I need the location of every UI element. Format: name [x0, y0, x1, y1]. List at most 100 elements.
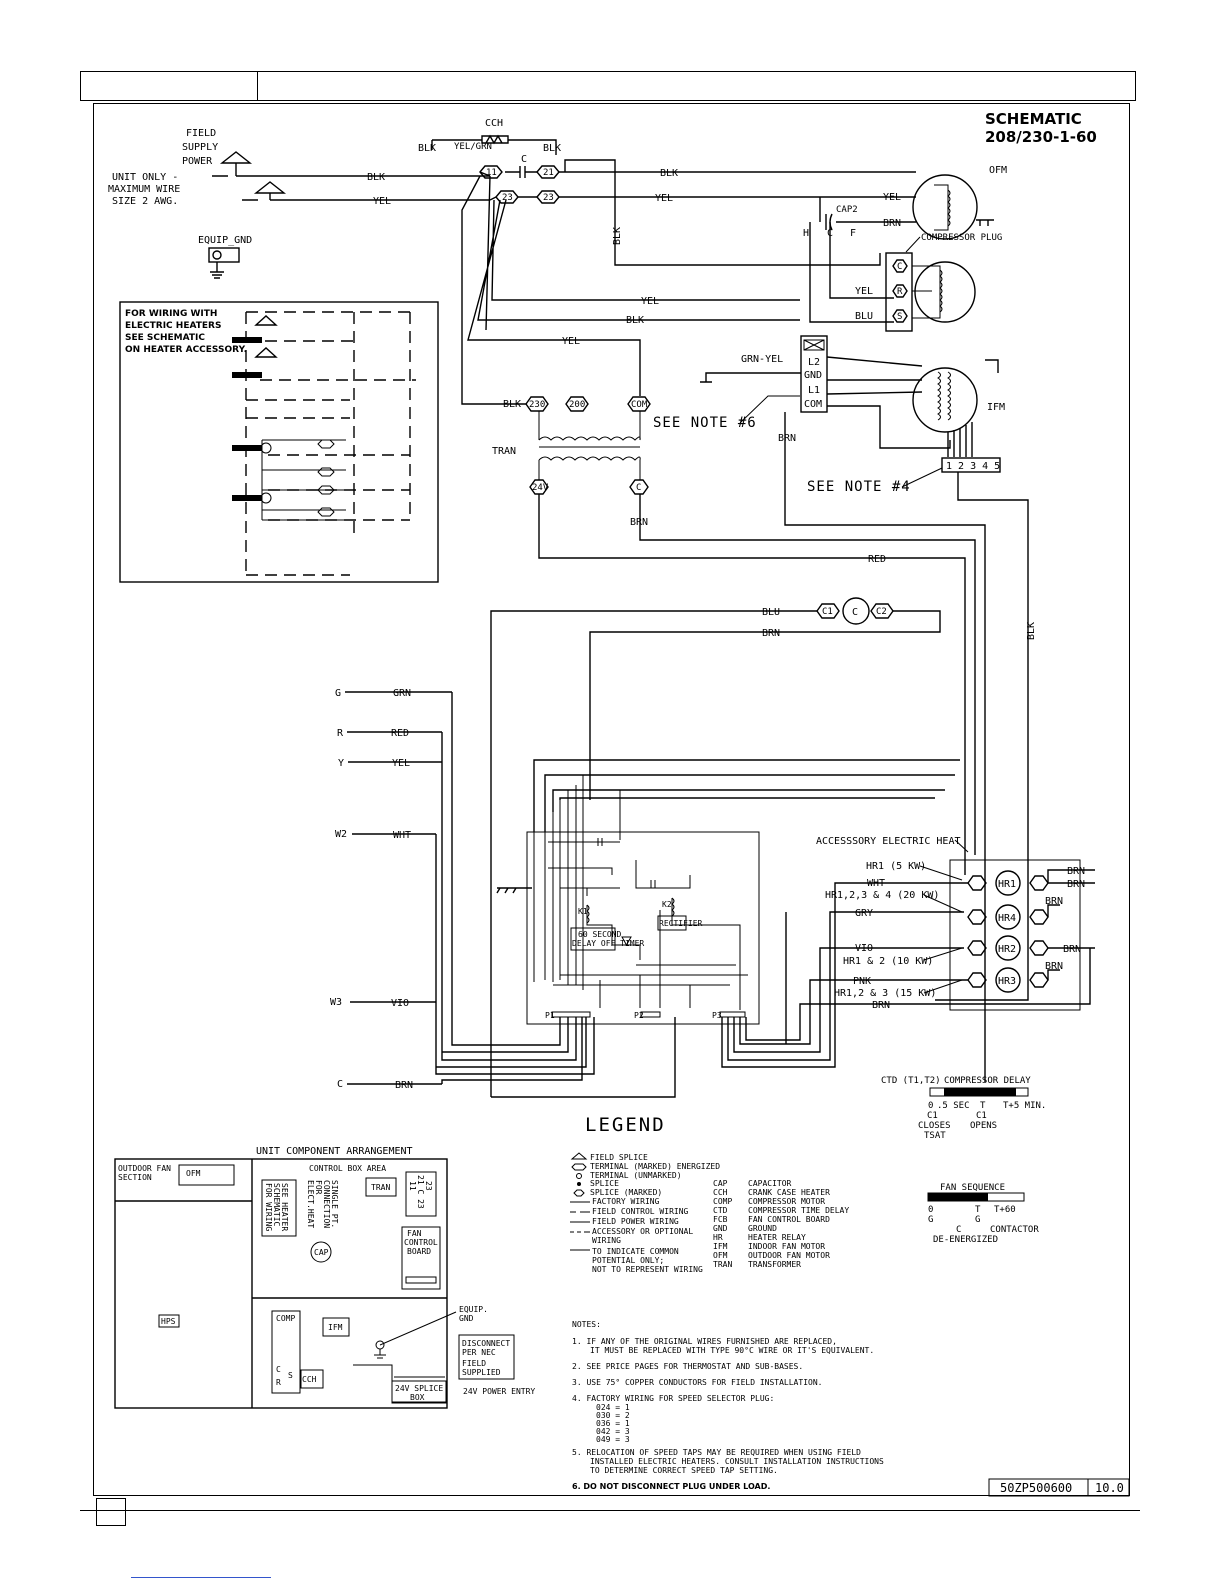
footer-link[interactable]	[131, 1577, 271, 1578]
note-2: 2. SEE PRICE PAGES FOR THERMOSTAT AND SU…	[572, 1362, 803, 1371]
thermostat-w3: W3	[330, 997, 342, 1008]
fan-seq-o: 0	[928, 1205, 933, 1215]
plug-r-terminal-icon	[892, 284, 908, 298]
terminal-24v-label: 24V	[532, 483, 549, 493]
plug-s-text: S	[897, 312, 902, 322]
arr-contactor-box	[405, 1171, 437, 1217]
rectifier-label: RECTIFIER	[659, 919, 703, 928]
wire-label-red-r: RED	[391, 728, 409, 739]
single-pt-1: SINGLE PT.	[330, 1180, 339, 1228]
ctd-closes: CLOSES	[918, 1121, 951, 1131]
note-4: 4. FACTORY WIRING FOR SPEED SELECTOR PLU…	[572, 1394, 774, 1403]
arr-disc-2: PER NEC	[462, 1348, 496, 1357]
cap-c-label: C	[827, 228, 833, 239]
heat-title-leader	[954, 839, 969, 853]
wire-label-yel-ofm: YEL	[883, 192, 901, 203]
plug-r-text: R	[897, 287, 903, 297]
arr-hps-label: HPS	[161, 1317, 176, 1326]
contactor-section: CCH BLK YEL/GRN C BLK 11 21 23 23	[418, 118, 561, 204]
wire-label-blk-cch: BLK	[418, 143, 436, 154]
fan-seq-g1: G	[928, 1215, 933, 1225]
heater-wiring-box: FOR WIRING WITH ELECTRIC HEATERS SEE SCH…	[119, 301, 439, 583]
heater-brn-1: BRN	[1067, 866, 1085, 877]
ifm-l1-label: L1	[808, 385, 820, 396]
plug-yel-label: YEL	[855, 286, 873, 297]
doc-revision: 10.0	[1095, 1481, 1124, 1495]
ifm-motor-icon	[912, 367, 978, 433]
arr-ifm-label: IFM	[328, 1323, 343, 1332]
fan-control-board: 60 SECOND DELAY OFF TIMER RECTIFIER K1 K…	[496, 759, 1091, 1068]
coil-c1-label: C1	[822, 607, 833, 617]
fan-seq-bar-fill	[928, 1193, 988, 1201]
comp-plug-arrow	[905, 236, 921, 253]
coil-wires	[490, 610, 941, 1097]
legend-symbol-0: FIELD SPLICE	[590, 1153, 648, 1162]
p3-header	[719, 1011, 746, 1018]
legend-terminal-unmarked-icon	[576, 1173, 582, 1179]
fan-seq-t: T	[975, 1205, 981, 1215]
timer-diode-icon	[621, 936, 632, 947]
wire-label-grn-yel: GRN-YEL	[741, 354, 783, 365]
board-to-coil-wires	[533, 759, 960, 832]
wire-label-wht: WHT	[393, 830, 411, 841]
terminal-c	[629, 479, 649, 495]
hr1-label: HR1	[998, 879, 1016, 890]
heater-brn-5: BRN	[1045, 961, 1063, 972]
see-heater-3: FOR WIRING	[264, 1183, 273, 1231]
wire-label-blk-vert: BLK	[612, 227, 623, 245]
ctd-t0: 0	[928, 1101, 933, 1111]
arr-tran-label: TRAN	[371, 1183, 390, 1192]
ifm-plug-block	[800, 335, 828, 413]
k1-label: K1	[578, 907, 588, 916]
ifm-windings-icon	[937, 371, 951, 421]
wire-label-blk-230: BLK	[503, 399, 521, 410]
abbr-key-0: CAP	[713, 1179, 728, 1188]
arr-comp-label: COMP	[276, 1314, 295, 1323]
note4-leader	[901, 467, 943, 488]
heater-vio-label: VIO	[855, 943, 873, 954]
note-4-item-4: 049 = 3	[596, 1435, 630, 1444]
field-splice-icon	[242, 181, 287, 201]
drawing-frame	[93, 103, 1130, 1496]
arr-fan-3: BOARD	[407, 1247, 431, 1256]
arr-ofm-label: OFM	[186, 1169, 201, 1178]
field-supply: FIELD SUPPLY POWER UNIT ONLY - MAXIMUM W…	[108, 128, 490, 279]
thermostat-c: C	[337, 1079, 343, 1090]
arr-equip-1: EQUIP.	[459, 1305, 488, 1314]
contact-symbol-icon	[505, 166, 537, 178]
control-box-label: CONTROL BOX AREA	[309, 1164, 386, 1173]
note-5c: TO DETERMINE CORRECT SPEED TAP SETTING.	[590, 1466, 778, 1475]
hr3-label: HR3	[998, 976, 1016, 987]
ifm-com-label: COM	[804, 399, 822, 410]
thermostat-y: Y	[338, 758, 344, 769]
note-5a: 5. RELOCATION OF SPEED TAPS MAY BE REQUI…	[572, 1448, 861, 1457]
legend-symbol-1: TERMINAL (MARKED) ENERGIZED	[590, 1162, 720, 1171]
p1-label: P1	[545, 1011, 555, 1020]
k1-coil-icon	[586, 904, 590, 924]
header-bar	[80, 71, 1136, 101]
fan-sequence-chart: FAN SEQUENCE 0 G T T+60 G C CONTACTOR DE…	[927, 1183, 1039, 1245]
hr2-label: HR2	[998, 944, 1016, 955]
equip-gnd-label: EQUIP_GND	[198, 235, 252, 246]
arr-c-label: C	[276, 1365, 281, 1374]
terminal-230	[525, 396, 549, 412]
terminal-c-label: C	[636, 483, 641, 493]
heater-conductors	[232, 337, 262, 501]
heater-hr2-kw: HR1 & 2 (10 KW)	[843, 956, 933, 967]
wire-label-yel-y: YEL	[392, 758, 410, 769]
heater-gry-label: GRY	[855, 908, 873, 919]
legend-symbol-12: NOT TO REPRESENT WIRING	[592, 1265, 703, 1274]
tran-secondary-coil-icon	[538, 456, 641, 480]
arrangement-title: UNIT COMPONENT ARRANGEMENT	[256, 1146, 413, 1157]
arr-r-label: R	[276, 1378, 281, 1387]
arr-tran-box	[365, 1177, 397, 1197]
transformer: YEL BLK YEL BLK 230 200 COM TRAN 24V C B…	[461, 175, 986, 1082]
legend-symbol-4: SPLICE (MARKED)	[590, 1188, 662, 1197]
ifm-wiring	[826, 356, 999, 449]
wire-label-blk: BLK	[367, 172, 385, 183]
board-internal	[533, 775, 748, 1010]
compressor-delay-chart: CTD (T1,T2) COMPRESSOR DELAY 0 .5 SEC T …	[881, 1076, 1046, 1141]
p2-header	[640, 1011, 661, 1018]
heater-wht-label: WHT	[867, 878, 885, 889]
unit-only-label-3: SIZE 2 AWG.	[112, 196, 178, 207]
